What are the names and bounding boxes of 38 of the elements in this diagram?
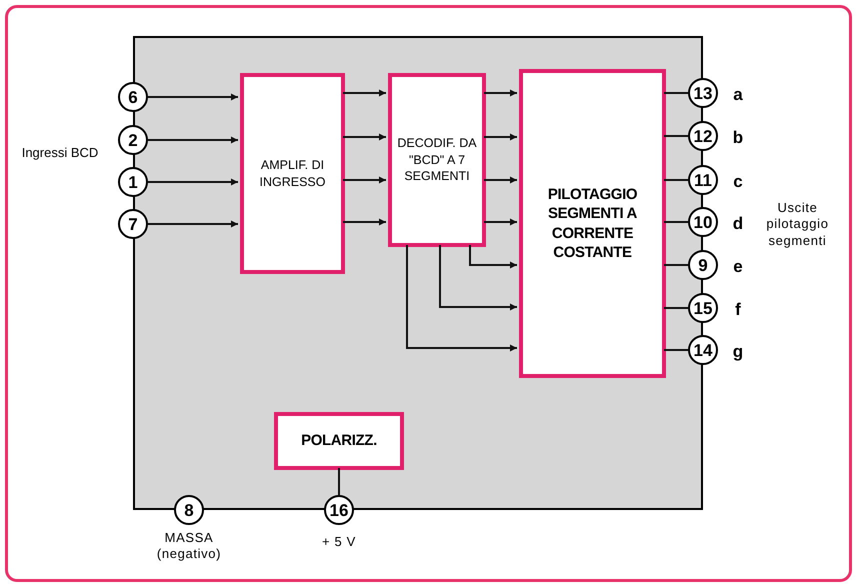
arrow — [406, 245, 517, 352]
pin-label: f — [734, 299, 742, 321]
connector-line — [338, 468, 340, 495]
arrow — [343, 90, 386, 96]
arrow — [484, 90, 517, 96]
block-box: POLARIZZ. — [274, 412, 404, 470]
arrow — [439, 245, 517, 310]
arrow — [148, 94, 238, 100]
block-box: PILOTAGGIO SEGMENTI A CORRENTE COSTANTE — [519, 69, 666, 378]
pin-label: d — [732, 213, 744, 235]
pin-label: a — [732, 84, 744, 106]
connector-line — [664, 307, 688, 309]
side-label: Uscite pilotaggio segmenti — [765, 200, 830, 249]
connector-line — [664, 349, 688, 351]
pin-label: b — [732, 127, 744, 149]
block-box: DECODIF. DA "BCD" A 7 SEGMENTI — [388, 73, 486, 247]
connector-line — [664, 135, 688, 137]
arrow — [148, 178, 238, 186]
arrow — [148, 220, 238, 228]
pin-label: e — [732, 256, 744, 278]
arrow — [484, 134, 517, 140]
pin-label: + 5 V — [321, 533, 357, 551]
connector-line — [664, 264, 688, 266]
arrow — [343, 218, 386, 226]
arrow — [343, 176, 386, 184]
pin-label: c — [732, 171, 744, 193]
arrow — [469, 245, 517, 268]
arrow — [484, 176, 517, 184]
arrow — [484, 218, 517, 226]
connector-line — [664, 221, 688, 223]
block-box: AMPLIF. DI INGRESSO — [240, 73, 345, 274]
pin-label: MASSA (negativo) — [156, 530, 222, 562]
side-label: Ingressi BCD — [20, 145, 100, 162]
pin-label: g — [732, 341, 744, 363]
connector-line — [664, 179, 688, 181]
arrow — [343, 134, 386, 140]
arrow — [148, 136, 238, 144]
connector-line — [664, 92, 688, 94]
